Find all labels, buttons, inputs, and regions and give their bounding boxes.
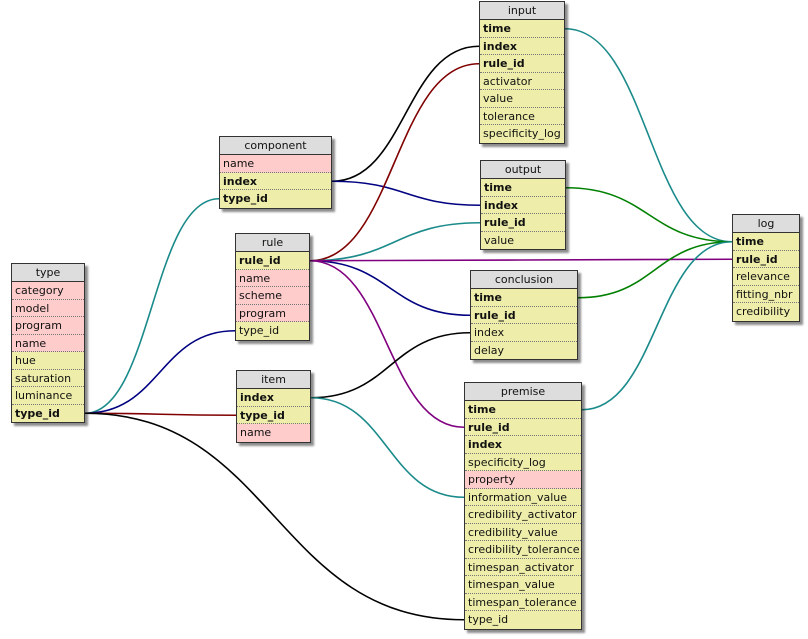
column-conclusion-index[interactable]: index [471,324,577,342]
column-type-name[interactable]: name [12,334,84,352]
table-title: input [480,2,564,20]
relationship-component-to-output [331,180,481,207]
table-title: component [220,137,331,155]
column-output-index[interactable]: index [481,197,565,214]
column-type-type-id[interactable]: type_id [15,406,60,420]
column-type-saturation[interactable]: saturation [12,370,84,387]
column-premise-timespan-activator[interactable]: timespan_activator [465,559,581,576]
table-title: log [733,215,799,233]
column-type-model[interactable]: model [12,299,84,317]
column-input-rule-id[interactable]: rule_id [480,55,564,73]
table-title: item [237,371,310,389]
column-log-relevance[interactable]: relevance [733,268,799,286]
column-premise-timespan-tolerance[interactable]: timespan_tolerance [465,594,581,611]
column-premise-credibility-tolerance[interactable]: credibility_tolerance [465,541,581,559]
table-title: type [12,264,84,282]
column-premise-index[interactable]: index [465,436,581,454]
column-premise-timespan-value[interactable]: timespan_value [465,576,581,594]
column-output-rule-id[interactable]: rule_id [481,214,565,232]
relationship-type-to-rule [84,329,236,415]
column-rule-program[interactable]: program [236,304,309,322]
relationship-premise-to-log [581,240,733,411]
column-premise-information-value[interactable]: information_value [465,489,581,506]
column-item-name[interactable]: name [237,424,310,442]
column-type-luminance[interactable]: luminance [12,387,84,405]
column-component-type-id[interactable]: type_id [223,192,268,205]
column-premise-credibility-activator[interactable]: credibility_activator [465,506,581,524]
column-output-value[interactable]: value [484,233,515,247]
relationship-rule-to-input [309,62,480,262]
column-input-index[interactable]: index [480,38,564,55]
column-log-rule-id[interactable]: rule_id [733,251,799,268]
column-component-name[interactable]: name [220,155,331,173]
relationship-rule-to-premise [309,259,465,429]
column-input-activator[interactable]: activator [480,73,564,90]
column-premise-credibility-value[interactable]: credibility_value [465,524,581,541]
column-item-index[interactable]: index [237,389,310,407]
column-premise-rule-id[interactable]: rule_id [465,419,581,436]
table-title: rule [236,234,309,252]
column-conclusion-delay[interactable]: delay [474,343,505,357]
relationship-conclusion-to-log [577,240,733,299]
column-premise-property[interactable]: property [465,471,581,489]
column-premise-time[interactable]: time [465,401,581,419]
column-premise-type-id[interactable]: type_id [468,613,509,626]
relationship-type-to-premise [84,412,465,621]
column-type-category[interactable]: category [12,282,84,300]
column-premise-specificity-log[interactable]: specificity_log [465,454,581,471]
column-input-time[interactable]: time [480,20,564,38]
column-item-type-id[interactable]: type_id [237,407,310,424]
relationship-item-to-premise [310,396,465,499]
relationship-input-to-log [564,27,733,243]
relationship-type-to-component [84,197,220,415]
column-input-value[interactable]: value [480,90,564,108]
column-component-index[interactable]: index [220,173,331,190]
relationship-rule-to-log [309,258,733,262]
relationship-rule-to-output [309,221,481,262]
relationship-item-to-conclusion [310,331,471,399]
column-input-tolerance[interactable]: tolerance [480,108,564,125]
relationship-component-to-input [331,45,480,183]
table-title: output [481,161,565,179]
column-input-specificity-log[interactable]: specificity_log [483,127,561,140]
column-rule-rule-id[interactable]: rule_id [236,252,309,270]
column-rule-scheme[interactable]: scheme [236,287,309,305]
column-type-program[interactable]: program [12,317,84,335]
column-log-time[interactable]: time [733,233,799,251]
column-log-fitting-nbr[interactable]: fitting_nbr [733,286,799,303]
column-rule-type-id[interactable]: type_id [239,324,280,337]
column-conclusion-rule-id[interactable]: rule_id [471,307,577,324]
table-title: conclusion [471,271,577,289]
relationship-rule-to-conclusion [309,259,471,317]
column-output-time[interactable]: time [481,179,565,197]
column-rule-name[interactable]: name [236,269,309,287]
column-log-credibility[interactable]: credibility [736,305,791,318]
relationship-type-to-item [84,412,237,417]
relationship-output-to-log [565,186,733,243]
column-conclusion-time[interactable]: time [471,289,577,307]
column-type-hue[interactable]: hue [12,352,84,370]
table-title: premise [465,383,581,401]
